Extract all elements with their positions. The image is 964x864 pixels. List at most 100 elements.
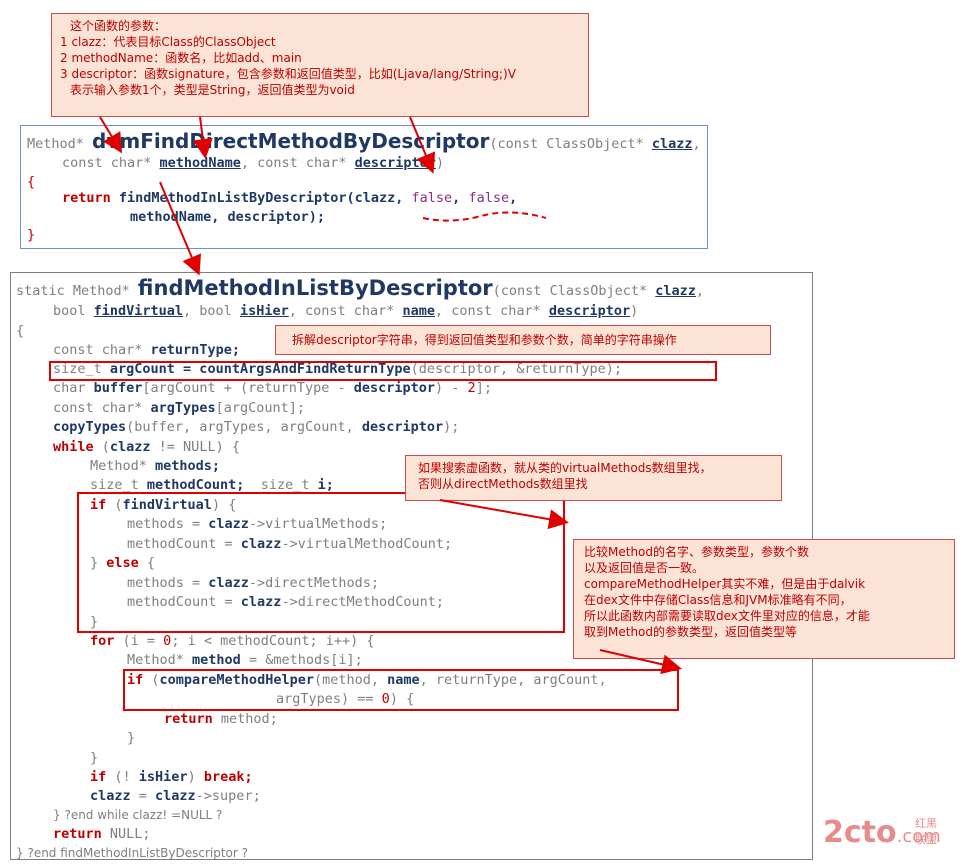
code-text: , const char* bbox=[240, 155, 355, 171]
code1-line-6: } bbox=[27, 227, 36, 243]
code2-line: } bbox=[90, 614, 99, 630]
keyword: for bbox=[90, 633, 115, 649]
code-text: ) { bbox=[389, 691, 415, 707]
highlight-compare bbox=[123, 669, 679, 711]
code2-line: methods = clazz->directMethods; bbox=[127, 574, 379, 594]
code2-line: } ?end findMethodInListByDescriptor ? bbox=[16, 846, 249, 860]
code-text: = &methods[i]; bbox=[240, 652, 363, 668]
keyword: return bbox=[164, 711, 213, 727]
keyword: while bbox=[53, 439, 94, 455]
code-text: size_t bbox=[244, 477, 318, 493]
code-text: descriptor bbox=[361, 419, 444, 435]
highlight-virtual-branch bbox=[77, 492, 565, 633]
watermark-logo-text: 2cto bbox=[823, 815, 897, 850]
function-name: dvmFindDirectMethodByDescriptor bbox=[92, 129, 490, 153]
code-text: (const ClassObject* bbox=[489, 136, 652, 152]
code-text: , bbox=[692, 136, 701, 152]
code-text: ]; bbox=[475, 380, 492, 396]
code-text: clazz bbox=[240, 594, 282, 610]
code-text: methods = bbox=[127, 516, 209, 532]
compare-note: 比较Method的名字、参数类型，参数个数 以及返回值是否一致。 compare… bbox=[573, 539, 955, 659]
code-text: returnType; bbox=[150, 342, 240, 358]
code-text: 0 bbox=[163, 633, 172, 649]
code-text: char bbox=[53, 380, 94, 396]
code-text: , bool bbox=[183, 303, 240, 319]
code-text: methods = bbox=[127, 575, 209, 591]
code-text: (! bbox=[106, 769, 139, 785]
keyword: if bbox=[127, 672, 144, 688]
code-text: name bbox=[387, 672, 420, 688]
code-text: buffer bbox=[93, 380, 143, 396]
param-clazz: clazz bbox=[655, 283, 696, 299]
code1-line-3: { bbox=[27, 174, 36, 190]
code-block-dvm-find: Method* dvmFindDirectMethodByDescriptor(… bbox=[20, 125, 708, 249]
code-text: (const ClassObject* bbox=[492, 283, 656, 299]
keyword: break; bbox=[203, 769, 253, 785]
params-note: 这个函数的参数： 1 clazz：代表目标Class的ClassObject 2… bbox=[51, 13, 589, 117]
code-text: ->directMethods; bbox=[248, 575, 379, 591]
code2-line: const char* returnType; bbox=[53, 341, 240, 361]
code-text: ) - bbox=[435, 380, 468, 396]
code2-line: for (i = 0; i < methodCount; i++) { bbox=[90, 632, 375, 652]
code-text: = bbox=[130, 788, 156, 804]
code-text: ; i < methodCount; i++) { bbox=[171, 633, 375, 649]
keyword: return bbox=[53, 826, 102, 842]
code-text: methodName, descriptor); bbox=[130, 209, 326, 225]
code-text: , const char* bbox=[435, 303, 549, 319]
code2-line: clazz = clazz->super; bbox=[90, 787, 261, 807]
virtual-note: 如果搜索虚函数，就从类的virtualMethods数组里找， 否则从direc… bbox=[405, 455, 782, 501]
code-text: argTypes) == bbox=[276, 691, 382, 707]
code-text: isHier bbox=[138, 769, 188, 785]
code2-line: if (! isHier) break; bbox=[90, 768, 253, 788]
params-note-line: 表示输入参数1个，类型是String，返回值类型为void bbox=[70, 83, 355, 97]
code-text: ) bbox=[187, 769, 204, 785]
code-text: clazz bbox=[109, 439, 151, 455]
params-note-line: 2 methodName：函数名，比如add、main bbox=[60, 51, 302, 65]
watermark-logo-dot: .com bbox=[896, 826, 941, 847]
code-text: [argCount + (returnType - bbox=[142, 380, 354, 396]
code-text: method bbox=[192, 652, 241, 668]
code-text: (method, bbox=[313, 672, 388, 688]
code-text: size_t bbox=[90, 477, 147, 493]
code-text: clazz bbox=[208, 516, 249, 532]
code2-line: while (clazz != NULL) { bbox=[53, 438, 240, 458]
param-descriptor: descriptor bbox=[354, 155, 436, 171]
parse-note-text: 拆解descriptor字符串，得到返回值类型和参数个数，简单的字符串操作 bbox=[292, 333, 677, 347]
code-text: descriptor bbox=[353, 380, 436, 396]
code2-line: } else { bbox=[90, 554, 155, 574]
code-text: bool bbox=[53, 303, 94, 319]
code-text: ( bbox=[93, 439, 110, 455]
compare-note-line: 所以此函数内部需要读取dex文件里对应的信息，才能 bbox=[584, 609, 870, 623]
code-text: const char* bbox=[53, 400, 151, 416]
param-ishier: isHier bbox=[239, 303, 289, 319]
code-text: methodCount = bbox=[127, 594, 241, 610]
compare-note-line: compareMethodHelper其实不难，但是由于dalvik bbox=[584, 577, 866, 591]
code-text: ->directMethodCount; bbox=[281, 594, 444, 610]
compare-note-line: 取到Method的参数类型，返回值类型等 bbox=[584, 625, 798, 639]
code-text: (clazz, bbox=[346, 190, 412, 206]
compare-note-line: 比较Method的名字、参数类型，参数个数 bbox=[584, 545, 810, 559]
code-text: [argCount]; bbox=[215, 400, 305, 416]
param-name: name bbox=[402, 303, 436, 319]
code-text: argCount = countArgsAndFindReturnType bbox=[109, 361, 411, 377]
code-text: ( bbox=[143, 672, 160, 688]
code-text: Method* bbox=[127, 652, 193, 668]
code-text: ) bbox=[630, 303, 639, 319]
code-text: { bbox=[138, 555, 156, 571]
code2-line: char buffer[argCount + (returnType - des… bbox=[53, 379, 492, 399]
code-text: methods; bbox=[155, 458, 221, 474]
code2-line: argTypes) == 0) { bbox=[276, 690, 414, 710]
keyword: else bbox=[106, 555, 139, 571]
code-text: NULL; bbox=[101, 826, 151, 842]
code2-line: methodCount = clazz->virtualMethodCount; bbox=[127, 535, 452, 555]
code2-line: } bbox=[90, 750, 99, 766]
code2-line: return NULL; bbox=[53, 825, 151, 845]
keyword: if bbox=[90, 497, 107, 513]
params-note-title: 这个函数的参数： bbox=[70, 19, 167, 33]
code2-line: } bbox=[127, 730, 136, 746]
compare-note-line: 以及返回值是否一致。 bbox=[584, 561, 705, 575]
code-text: (buffer, argTypes, argCount, bbox=[126, 419, 362, 435]
call-name: findMethodInListByDescriptor bbox=[118, 190, 347, 206]
dashed-underline bbox=[422, 211, 547, 222]
code2-line: if (compareMethodHelper(method, name, re… bbox=[127, 671, 607, 691]
